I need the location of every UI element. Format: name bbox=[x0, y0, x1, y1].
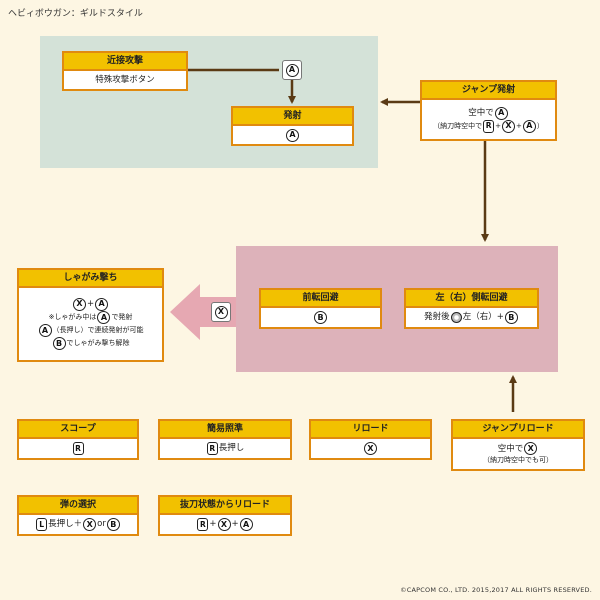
reload-box: リロード X bbox=[309, 419, 432, 460]
r-button-icon: R bbox=[197, 518, 209, 531]
side-roll-prefix: 発射後 bbox=[424, 312, 450, 323]
x-button-icon: X bbox=[217, 518, 231, 531]
side-roll-box: 左（右）側転回避 発射後 左（右）+B bbox=[404, 288, 539, 329]
fire-title: 発射 bbox=[233, 108, 352, 126]
x-button-icon: X bbox=[83, 518, 97, 531]
x-button-icon: X bbox=[524, 442, 538, 456]
b-button-icon: B bbox=[314, 311, 327, 324]
easy-aim-box: 簡易照準 R 長押し bbox=[158, 419, 292, 460]
a-button-icon: A bbox=[522, 119, 536, 133]
jump-reload-line2: （納刀時空中でも可） bbox=[483, 456, 553, 465]
a-button-icon: A bbox=[38, 324, 52, 338]
crouch-fire-box: しゃがみ撃ち X+A ※しゃがみ中は A で発射 A （長押し）で連続発射が可能… bbox=[17, 268, 164, 362]
jump-fire-box: ジャンプ発射 空中で A （納刀時空中で R+X+A ） bbox=[420, 80, 557, 141]
sheathed-reload-box: 抜刀状態からリロード R+X+A bbox=[158, 495, 292, 536]
melee-connector: A bbox=[282, 60, 302, 80]
b-button-icon: B bbox=[504, 311, 518, 324]
ammo-select-title: 弾の選択 bbox=[19, 497, 137, 515]
fire-box: 発射 A bbox=[231, 106, 354, 146]
r-button-icon: R bbox=[206, 442, 218, 455]
crouch-note2: （長押し）で連続発射が可能 bbox=[52, 326, 144, 335]
ammo-select-or: or bbox=[97, 519, 106, 530]
a-button-icon: A bbox=[239, 518, 253, 531]
crouch-note1-suffix: で発射 bbox=[111, 313, 133, 322]
jump-fire-line2-prefix: （納刀時空中で bbox=[433, 121, 483, 130]
ammo-select-box: 弾の選択 L 長押し＋ X or B bbox=[17, 495, 139, 536]
x-button-icon: X bbox=[72, 297, 86, 311]
b-button-icon: B bbox=[106, 518, 120, 531]
jump-reload-title: ジャンプリロード bbox=[453, 421, 583, 439]
left-stick-icon bbox=[450, 312, 462, 323]
side-roll-middle: 左（右） bbox=[462, 312, 497, 323]
scope-title: スコープ bbox=[19, 421, 137, 439]
reload-title: リロード bbox=[311, 421, 430, 439]
crouch-note3: でしゃがみ撃ち解除 bbox=[66, 339, 130, 348]
x-button-icon: X bbox=[214, 305, 228, 319]
melee-attack-body: 特殊攻撃ボタン bbox=[95, 74, 155, 85]
r-button-icon: R bbox=[483, 119, 495, 133]
jump-reload-line1: 空中で bbox=[497, 443, 524, 454]
scope-box: スコープ R bbox=[17, 419, 139, 460]
jump-fire-title: ジャンプ発射 bbox=[422, 82, 555, 100]
easy-aim-suffix: 長押し bbox=[218, 443, 245, 454]
melee-attack-title: 近接攻撃 bbox=[64, 53, 186, 71]
forward-roll-box: 前転回避 B bbox=[259, 288, 382, 329]
forward-roll-title: 前転回避 bbox=[261, 290, 380, 308]
crouch-connector: X bbox=[211, 302, 231, 322]
a-button-icon: A bbox=[95, 297, 109, 311]
side-roll-title: 左（右）側転回避 bbox=[406, 290, 537, 308]
l-button-icon: L bbox=[36, 518, 48, 531]
b-button-icon: B bbox=[52, 337, 66, 351]
x-button-icon: X bbox=[364, 442, 377, 455]
crouch-fire-big-arrow bbox=[170, 284, 236, 340]
copyright-notice: ©CAPCOM CO., LTD. 2015,2017 ALL RIGHTS R… bbox=[400, 586, 592, 594]
ammo-select-middle: 長押し＋ bbox=[48, 519, 83, 530]
crouch-note1-prefix: ※しゃがみ中は bbox=[48, 313, 97, 322]
melee-attack-box: 近接攻撃 特殊攻撃ボタン bbox=[62, 51, 188, 91]
easy-aim-title: 簡易照準 bbox=[160, 421, 290, 439]
crouch-fire-title: しゃがみ撃ち bbox=[19, 270, 162, 288]
a-button-icon: A bbox=[285, 63, 299, 77]
page-title: ヘビィボウガン：ギルドスタイル bbox=[8, 9, 143, 19]
jump-fire-line2-suffix: ） bbox=[536, 121, 544, 130]
jump-reload-box: ジャンプリロード 空中で X （納刀時空中でも可） bbox=[451, 419, 585, 471]
r-button-icon: R bbox=[72, 442, 84, 455]
jump-fire-line1: 空中で bbox=[468, 107, 494, 118]
a-button-icon: A bbox=[97, 311, 111, 325]
a-button-icon: A bbox=[494, 106, 508, 120]
a-button-icon: A bbox=[286, 128, 299, 142]
x-button-icon: X bbox=[502, 119, 515, 133]
sheathed-reload-title: 抜刀状態からリロード bbox=[160, 497, 290, 515]
